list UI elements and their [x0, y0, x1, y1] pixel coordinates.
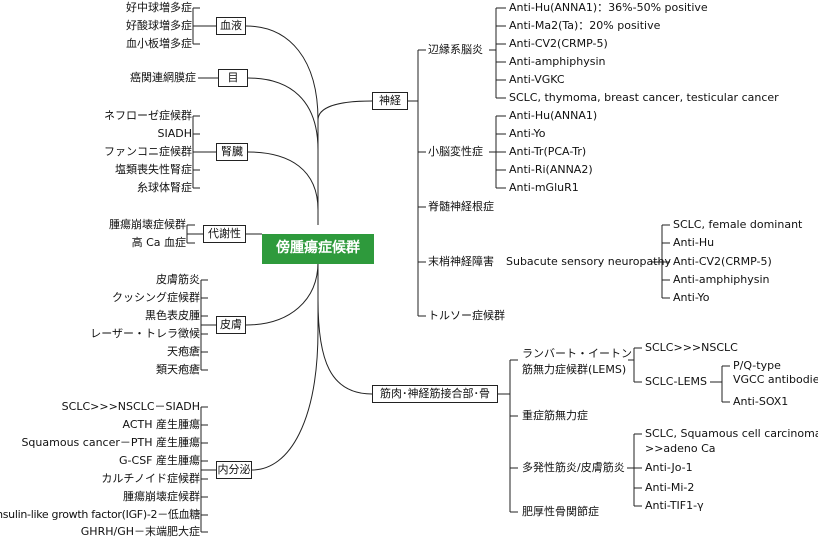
polymyositis-item: Anti-TIF1-γ [645, 499, 704, 512]
cerebellar-item: Anti-Yo [509, 127, 546, 140]
category-nerve: 神経 [372, 92, 408, 110]
blood-item-thrombocytosis: 血小板増多症 [126, 37, 192, 50]
metabolic-item: 腫瘍崩壊症候群 [109, 218, 186, 231]
skin-item: 類天疱瘡 [156, 363, 200, 376]
skin-item: 皮膚筋炎 [156, 273, 200, 286]
blood-item-neutrophilia: 好中球増多症 [126, 1, 192, 14]
category-blood: 血液 [216, 17, 246, 35]
skin-item: レーザー・トレラ徴候 [90, 327, 200, 340]
limbic-item: Anti-Hu(ANNA1)：36%-50% positive [509, 1, 708, 14]
skin-item: 黒色表皮腫 [145, 309, 200, 322]
category-endocrine: 内分泌 [216, 461, 252, 479]
category-skin: 皮膚 [216, 316, 246, 334]
lems-item: Anti-SOX1 [733, 395, 789, 408]
blood-item-eosinophilia: 好酸球増多症 [126, 19, 192, 32]
peripheral-item: Anti-CV2(CRMP-5) [673, 255, 772, 268]
endocrine-item: G-CSF 産生腫瘍 [119, 454, 200, 467]
nerve-spinal-radiculopathy: 脊髄神経根症 [428, 200, 494, 213]
peripheral-item: SCLC, female dominant [673, 218, 803, 231]
limbic-item: Anti-CV2(CRMP-5) [509, 37, 608, 50]
muscle-lems-label-2: 筋無力症候群(LEMS) [522, 363, 627, 376]
nerve-cerebellar-degeneration: 小脳変性症 [428, 145, 483, 158]
peripheral-item: Anti-amphiphysin [673, 273, 770, 286]
peripheral-subacute-sensory: Subacute sensory neuropathy [506, 255, 671, 268]
kidney-item: 糸球体腎症 [137, 181, 192, 194]
lems-sclc-lems: SCLC-LEMS [645, 375, 707, 388]
nerve-peripheral-neuropathy: 末梢神経障害 [428, 255, 494, 268]
skin-item: クッシング症候群 [112, 291, 200, 304]
skin-item: 天疱瘡 [167, 345, 200, 358]
limbic-item: Anti-amphiphysin [509, 55, 606, 68]
cerebellar-item: Anti-Tr(PCA-Tr) [509, 145, 587, 158]
endocrine-item: カルチノイド症候群 [101, 472, 200, 485]
lems-item: P/Q-type [733, 359, 781, 372]
polymyositis-cancer-1: SCLC, Squamous cell carcinoma [645, 427, 818, 440]
polymyositis-cancer-2: >>adeno Ca [645, 442, 716, 455]
peripheral-item: Anti-Hu [673, 236, 715, 249]
cerebellar-item: Anti-Ri(ANNA2) [509, 163, 593, 176]
kidney-item: 塩類喪失性腎症 [115, 163, 192, 176]
nerve-limbic-encephalitis: 辺縁系脳炎 [428, 43, 483, 56]
muscle-myasthenia-gravis: 重症筋無力症 [522, 409, 588, 422]
kidney-item: ファンコニ症候群 [104, 145, 192, 158]
center-title: 傍腫瘍症候群 [262, 234, 374, 264]
category-kidney: 腎臓 [216, 143, 248, 161]
lems-item: VGCC antibodies [733, 373, 818, 386]
cerebellar-item: Anti-Hu(ANNA1) [509, 109, 598, 122]
muscle-polymyositis: 多発性筋炎/皮膚筋炎 [522, 461, 625, 474]
endocrine-item: Insulin-like growth factor(IGF)-2－低血糖 [0, 508, 200, 521]
polymyositis-item: Anti-Mi-2 [645, 481, 695, 494]
endocrine-item: GHRH/GH－末端肥大症 [80, 525, 200, 538]
category-metabolic: 代謝性 [203, 225, 246, 243]
kidney-item: ネフローゼ症候群 [104, 109, 192, 122]
endocrine-item: ACTH 産生腫瘍 [122, 418, 201, 431]
category-muscle: 筋肉･神経筋接合部･骨 [372, 385, 498, 403]
endocrine-item: 腫瘍崩壊症候群 [123, 490, 200, 503]
cerebellar-item: Anti-mGluR1 [509, 181, 579, 194]
peripheral-item: Anti-Yo [673, 291, 710, 304]
muscle-hypertrophic-osteoarthropathy: 肥厚性骨関節症 [522, 505, 599, 518]
limbic-item: Anti-VGKC [509, 73, 565, 86]
metabolic-item: 高 Ca 血症 [131, 236, 186, 249]
limbic-item: SCLC, thymoma, breast cancer, testicular… [509, 91, 779, 104]
category-eye: 目 [218, 69, 248, 87]
nerve-trousseau-syndrome: トルソー症候群 [428, 309, 505, 322]
muscle-lems-label-1: ランバート・イートン [522, 347, 632, 360]
lems-sclc-ratio: SCLC>>>NSCLC [645, 341, 738, 354]
limbic-item: Anti-Ma2(Ta)：20% positive [509, 19, 661, 32]
polymyositis-item: Anti-Jo-1 [645, 461, 693, 474]
endocrine-item: SCLC>>>NSCLC－SIADH [61, 400, 200, 413]
eye-item-retinopathy: 癌関連網膜症 [130, 71, 196, 84]
endocrine-item: Squamous cancer－PTH 産生腫瘍 [21, 436, 200, 449]
kidney-item: SIADH [157, 127, 193, 140]
